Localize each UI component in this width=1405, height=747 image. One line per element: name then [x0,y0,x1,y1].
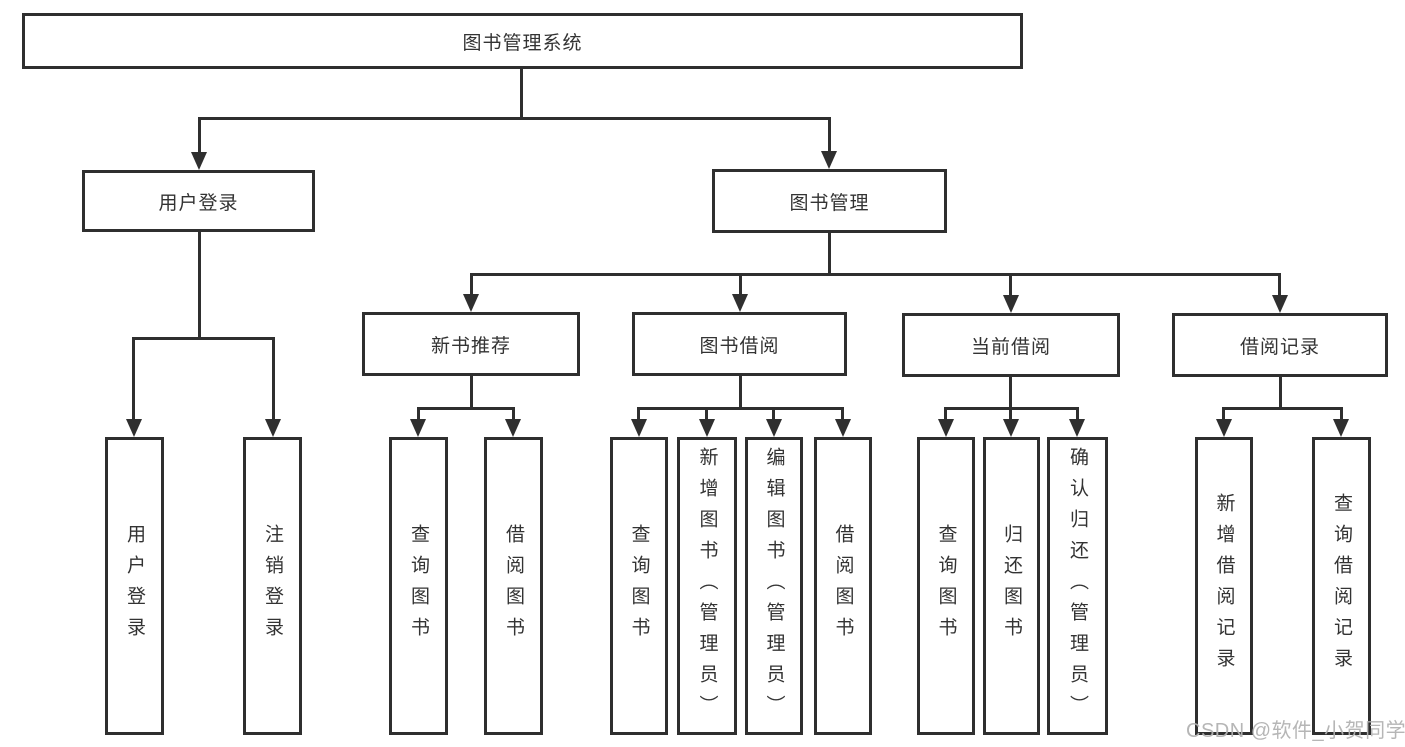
arrow-g5-2 [1333,419,1349,437]
leaf-edit-books-admin: 编辑图书（管理员） [745,437,803,735]
node-borrow-records-label: 借阅记录 [1239,336,1320,358]
leaf-query-books-1-label: 查询图书 [408,524,429,648]
node-borrow-records: 借阅记录 [1172,313,1388,377]
arrow-g3-4 [835,419,851,437]
connector-drop-g3-1 [637,407,640,423]
leaf-return-books: 归还图书 [983,437,1040,735]
leaf-borrow-books-2: 借阅图书 [814,437,872,735]
connector-drop-g5-1 [1222,407,1225,423]
leaf-borrow-books-1-label: 借阅图书 [503,524,524,648]
arrow-g2-2 [505,419,521,437]
node-current-borrow-label: 当前借阅 [970,336,1051,358]
connector-borrowrecords-riser [1279,377,1282,409]
leaf-query-books-1: 查询图书 [389,437,448,735]
leaf-query-borrow-record: 查询借阅记录 [1312,437,1371,735]
connector-level2-bus [198,117,831,120]
leaf-query-books-2-label: 查询图书 [628,524,650,648]
leaf-query-borrow-record-label: 查询借阅记录 [1331,493,1352,679]
leaf-borrow-books-2-label: 借阅图书 [832,524,854,648]
leaf-add-books-admin: 新增图书（管理员） [677,437,737,735]
arrow-user-login [191,152,207,170]
connector-bookborrow-riser [739,376,742,409]
arrow-g3-3 [766,419,782,437]
connector-drop-g5-2 [1340,407,1343,423]
leaf-logout: 注销登录 [243,437,302,735]
leaf-user-login-label: 用户登录 [124,524,145,648]
connector-drop-g2-1 [417,407,420,423]
arrow-g4-3 [1069,419,1085,437]
connector-drop-g2-2 [512,407,515,423]
node-book-borrow-label: 图书借阅 [699,335,780,357]
leaf-return-books-label: 归还图书 [1001,524,1022,648]
arrow-g5-1 [1216,419,1232,437]
node-book-management: 图书管理 [712,169,947,233]
connector-level3-bus [470,273,1281,276]
node-book-borrow: 图书借阅 [632,312,847,376]
leaf-borrow-books-1: 借阅图书 [484,437,543,735]
connector-root-riser [520,69,523,117]
leaf-query-books-3: 查询图书 [917,437,975,735]
connector-drop-g3-3 [772,407,775,423]
leaf-logout-label: 注销登录 [262,524,283,648]
connector-drop-g4-1 [944,407,947,423]
arrow-new-books [463,294,479,312]
leaf-add-borrow-record: 新增借阅记录 [1195,437,1253,735]
connector-userlogin-bus [132,337,275,340]
connector-drop-borrow-records [1278,273,1281,300]
arrow-g4-2 [1003,419,1019,437]
arrow-login-leaf [126,419,142,437]
node-user-login: 用户登录 [82,170,315,232]
connector-drop-book-borrow [739,273,742,299]
node-current-borrow: 当前借阅 [902,313,1120,377]
connector-drop-g4-2 [1009,407,1012,423]
leaf-confirm-return-admin-label: 确认归还（管理员） [1067,446,1088,726]
node-book-management-label: 图书管理 [789,192,870,214]
arrow-logout-leaf [265,419,281,437]
arrow-g3-1 [631,419,647,437]
arrow-g2-1 [410,419,426,437]
node-new-book-recommend: 新书推荐 [362,312,580,376]
node-user-login-label: 用户登录 [158,192,239,214]
node-library-system-label: 图书管理系统 [462,32,583,54]
arrow-borrow-records [1272,295,1288,313]
connector-userlogin-riser [198,232,201,340]
arrow-book-borrow [732,294,748,312]
connector-bookborrow-bus [637,407,844,410]
connector-drop-g3-4 [841,407,844,423]
connector-borrowrecords-bus [1222,407,1343,410]
connector-drop-logout-leaf [272,337,275,423]
arrow-current-borrow [1003,295,1019,313]
arrow-book-mgmt [821,151,837,169]
node-library-system: 图书管理系统 [22,13,1023,69]
csdn-watermark: CSDN @软件_小贺同学 [1186,720,1405,742]
connector-drop-g4-3 [1076,407,1079,423]
arrow-g4-1 [938,419,954,437]
connector-drop-new-books [470,273,473,299]
connector-drop-g3-2 [705,407,708,423]
connector-drop-book-mgmt [828,117,831,156]
leaf-confirm-return-admin: 确认归还（管理员） [1047,437,1108,735]
connector-drop-current-borrow [1009,273,1012,300]
connector-currentborrow-riser [1009,377,1012,409]
leaf-query-books-3-label: 查询图书 [935,524,957,648]
leaf-edit-books-admin-label: 编辑图书（管理员） [763,446,785,726]
connector-newbooks-bus [417,407,515,410]
arrow-g3-2 [699,419,715,437]
connector-bookmgmt-riser [828,233,831,275]
leaf-add-books-admin-label: 新增图书（管理员） [696,446,718,726]
connector-drop-login-leaf [132,337,135,423]
connector-drop-user-login [198,117,201,157]
leaf-user-login: 用户登录 [105,437,164,735]
connector-newbooks-riser [470,376,473,409]
leaf-query-books-2: 查询图书 [610,437,668,735]
node-new-book-recommend-label: 新书推荐 [430,335,511,357]
leaf-add-borrow-record-label: 新增借阅记录 [1213,493,1235,679]
